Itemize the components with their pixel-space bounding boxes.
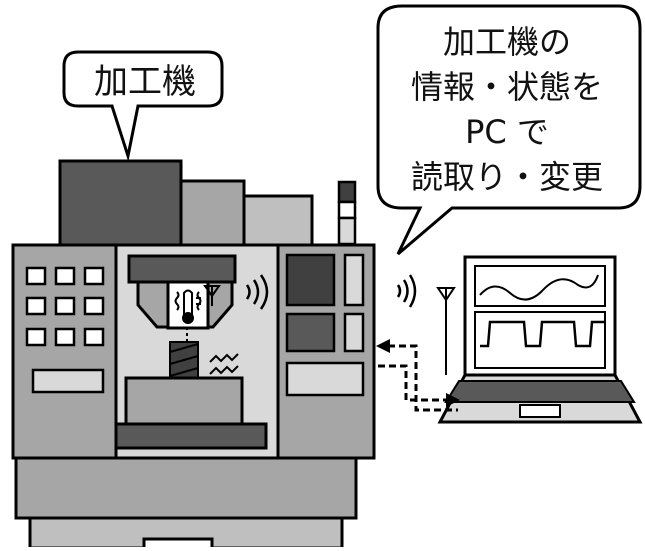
control-display (31, 368, 105, 394)
pc-callout-line-4: 読取り・変更 (410, 158, 603, 196)
arrowhead-to-machine (376, 339, 390, 353)
screen-waveform-bottom (480, 320, 604, 348)
pc-callout-bubble (376, 4, 642, 256)
machine-callout-bubble (62, 50, 224, 162)
thermometer-icon (174, 289, 202, 324)
laptop-icon (437, 255, 643, 424)
wireless-signal-icon (396, 274, 417, 308)
data-cable-arrow-icon (378, 344, 458, 412)
machine-callout-text: 加工機 (72, 62, 218, 102)
pc-callout-line-3: PC で (465, 113, 549, 151)
spindle-head (127, 254, 237, 330)
pc-callout-line-2: 情報・状態を (410, 68, 603, 106)
signal-tower (337, 180, 357, 246)
wireless-signal-icon (245, 274, 269, 310)
arrowhead-to-pc (446, 393, 460, 407)
screen-waveform-top (479, 274, 599, 301)
machine-table (114, 422, 268, 450)
control-buttons (25, 266, 105, 347)
workpiece (124, 376, 244, 426)
antenna-icon (436, 287, 456, 375)
pc-callout-line-1: 加工機の (442, 23, 571, 61)
pc-callout-text: 加工機の 情報・状態を PC で 読取り・変更 (378, 20, 636, 200)
machine-base (14, 456, 358, 551)
operator-panel (285, 253, 365, 397)
machine-top-housing (58, 159, 314, 247)
machine-label: 加工機 (94, 62, 196, 102)
antenna-icon (203, 285, 221, 306)
